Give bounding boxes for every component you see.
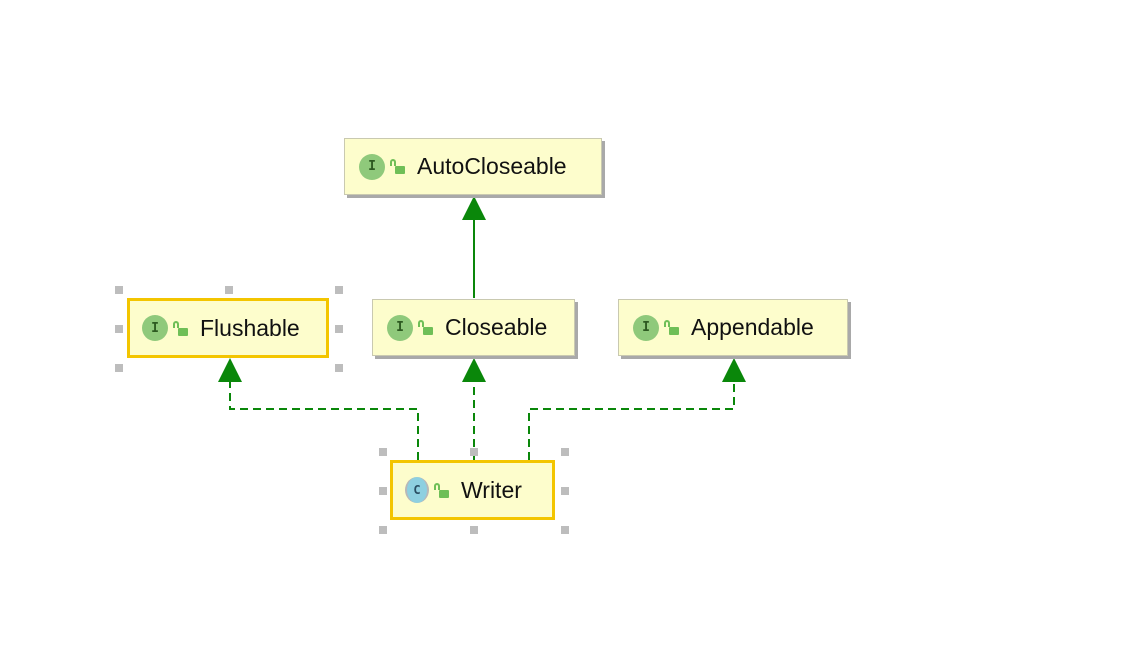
interface-icon: I	[387, 314, 413, 341]
selection-handle[interactable]	[115, 286, 123, 294]
selection-handle[interactable]	[561, 448, 569, 456]
selection-handle[interactable]	[379, 487, 387, 495]
node-label: Writer	[461, 476, 522, 503]
node-appendable[interactable]: I Appendable	[618, 299, 848, 356]
selection-handle[interactable]	[561, 526, 569, 534]
node-writer[interactable]: C Writer	[390, 460, 555, 520]
open-lock-icon	[390, 159, 405, 174]
selection-handle[interactable]	[379, 526, 387, 534]
open-lock-icon	[434, 482, 449, 498]
interface-icon: I	[633, 314, 659, 341]
node-label: Closeable	[445, 314, 548, 340]
node-closeable[interactable]: I Closeable	[372, 299, 575, 356]
selection-handle[interactable]	[225, 286, 233, 294]
selection-handle[interactable]	[379, 448, 387, 456]
selection-handle[interactable]	[335, 364, 343, 372]
open-lock-icon	[173, 320, 188, 336]
edge-writer-to-appendable	[528, 382, 735, 460]
edge-writer-to-flushable	[229, 382, 419, 460]
selection-handle[interactable]	[115, 364, 123, 372]
interface-icon: I	[142, 315, 168, 341]
selection-handle[interactable]	[335, 325, 343, 333]
arrowhead-closeable	[462, 358, 486, 382]
node-label: AutoCloseable	[417, 153, 567, 179]
selection-handle[interactable]	[335, 286, 343, 294]
node-autocloseable[interactable]: I AutoCloseable	[344, 138, 602, 195]
node-label: Appendable	[691, 314, 814, 340]
arrowhead-appendable	[722, 358, 746, 382]
class-icon: C	[405, 477, 429, 503]
node-label: Flushable	[200, 314, 300, 341]
arrowhead-flushable	[218, 358, 242, 382]
arrowhead-autocloseable	[462, 196, 486, 220]
selection-handle[interactable]	[115, 325, 123, 333]
selection-handle[interactable]	[561, 487, 569, 495]
open-lock-icon	[418, 320, 433, 335]
selection-handle[interactable]	[470, 448, 478, 456]
interface-icon: I	[359, 153, 385, 180]
open-lock-icon	[664, 320, 679, 335]
node-flushable[interactable]: I Flushable	[127, 298, 329, 358]
selection-handle[interactable]	[470, 526, 478, 534]
